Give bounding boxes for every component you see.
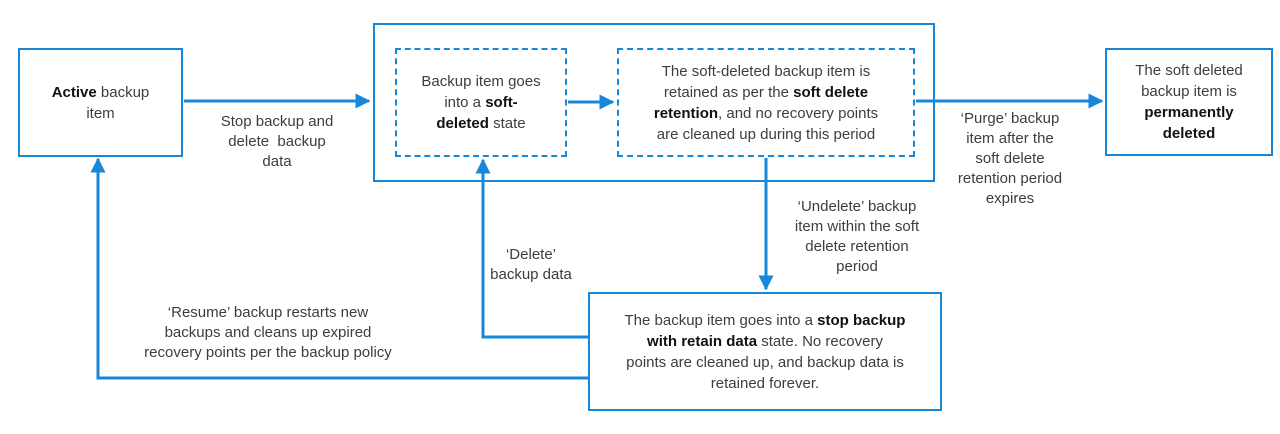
soft-delete-container-box xyxy=(373,23,935,182)
delete-backup-data-label: ‘Delete’backup data xyxy=(490,246,572,283)
